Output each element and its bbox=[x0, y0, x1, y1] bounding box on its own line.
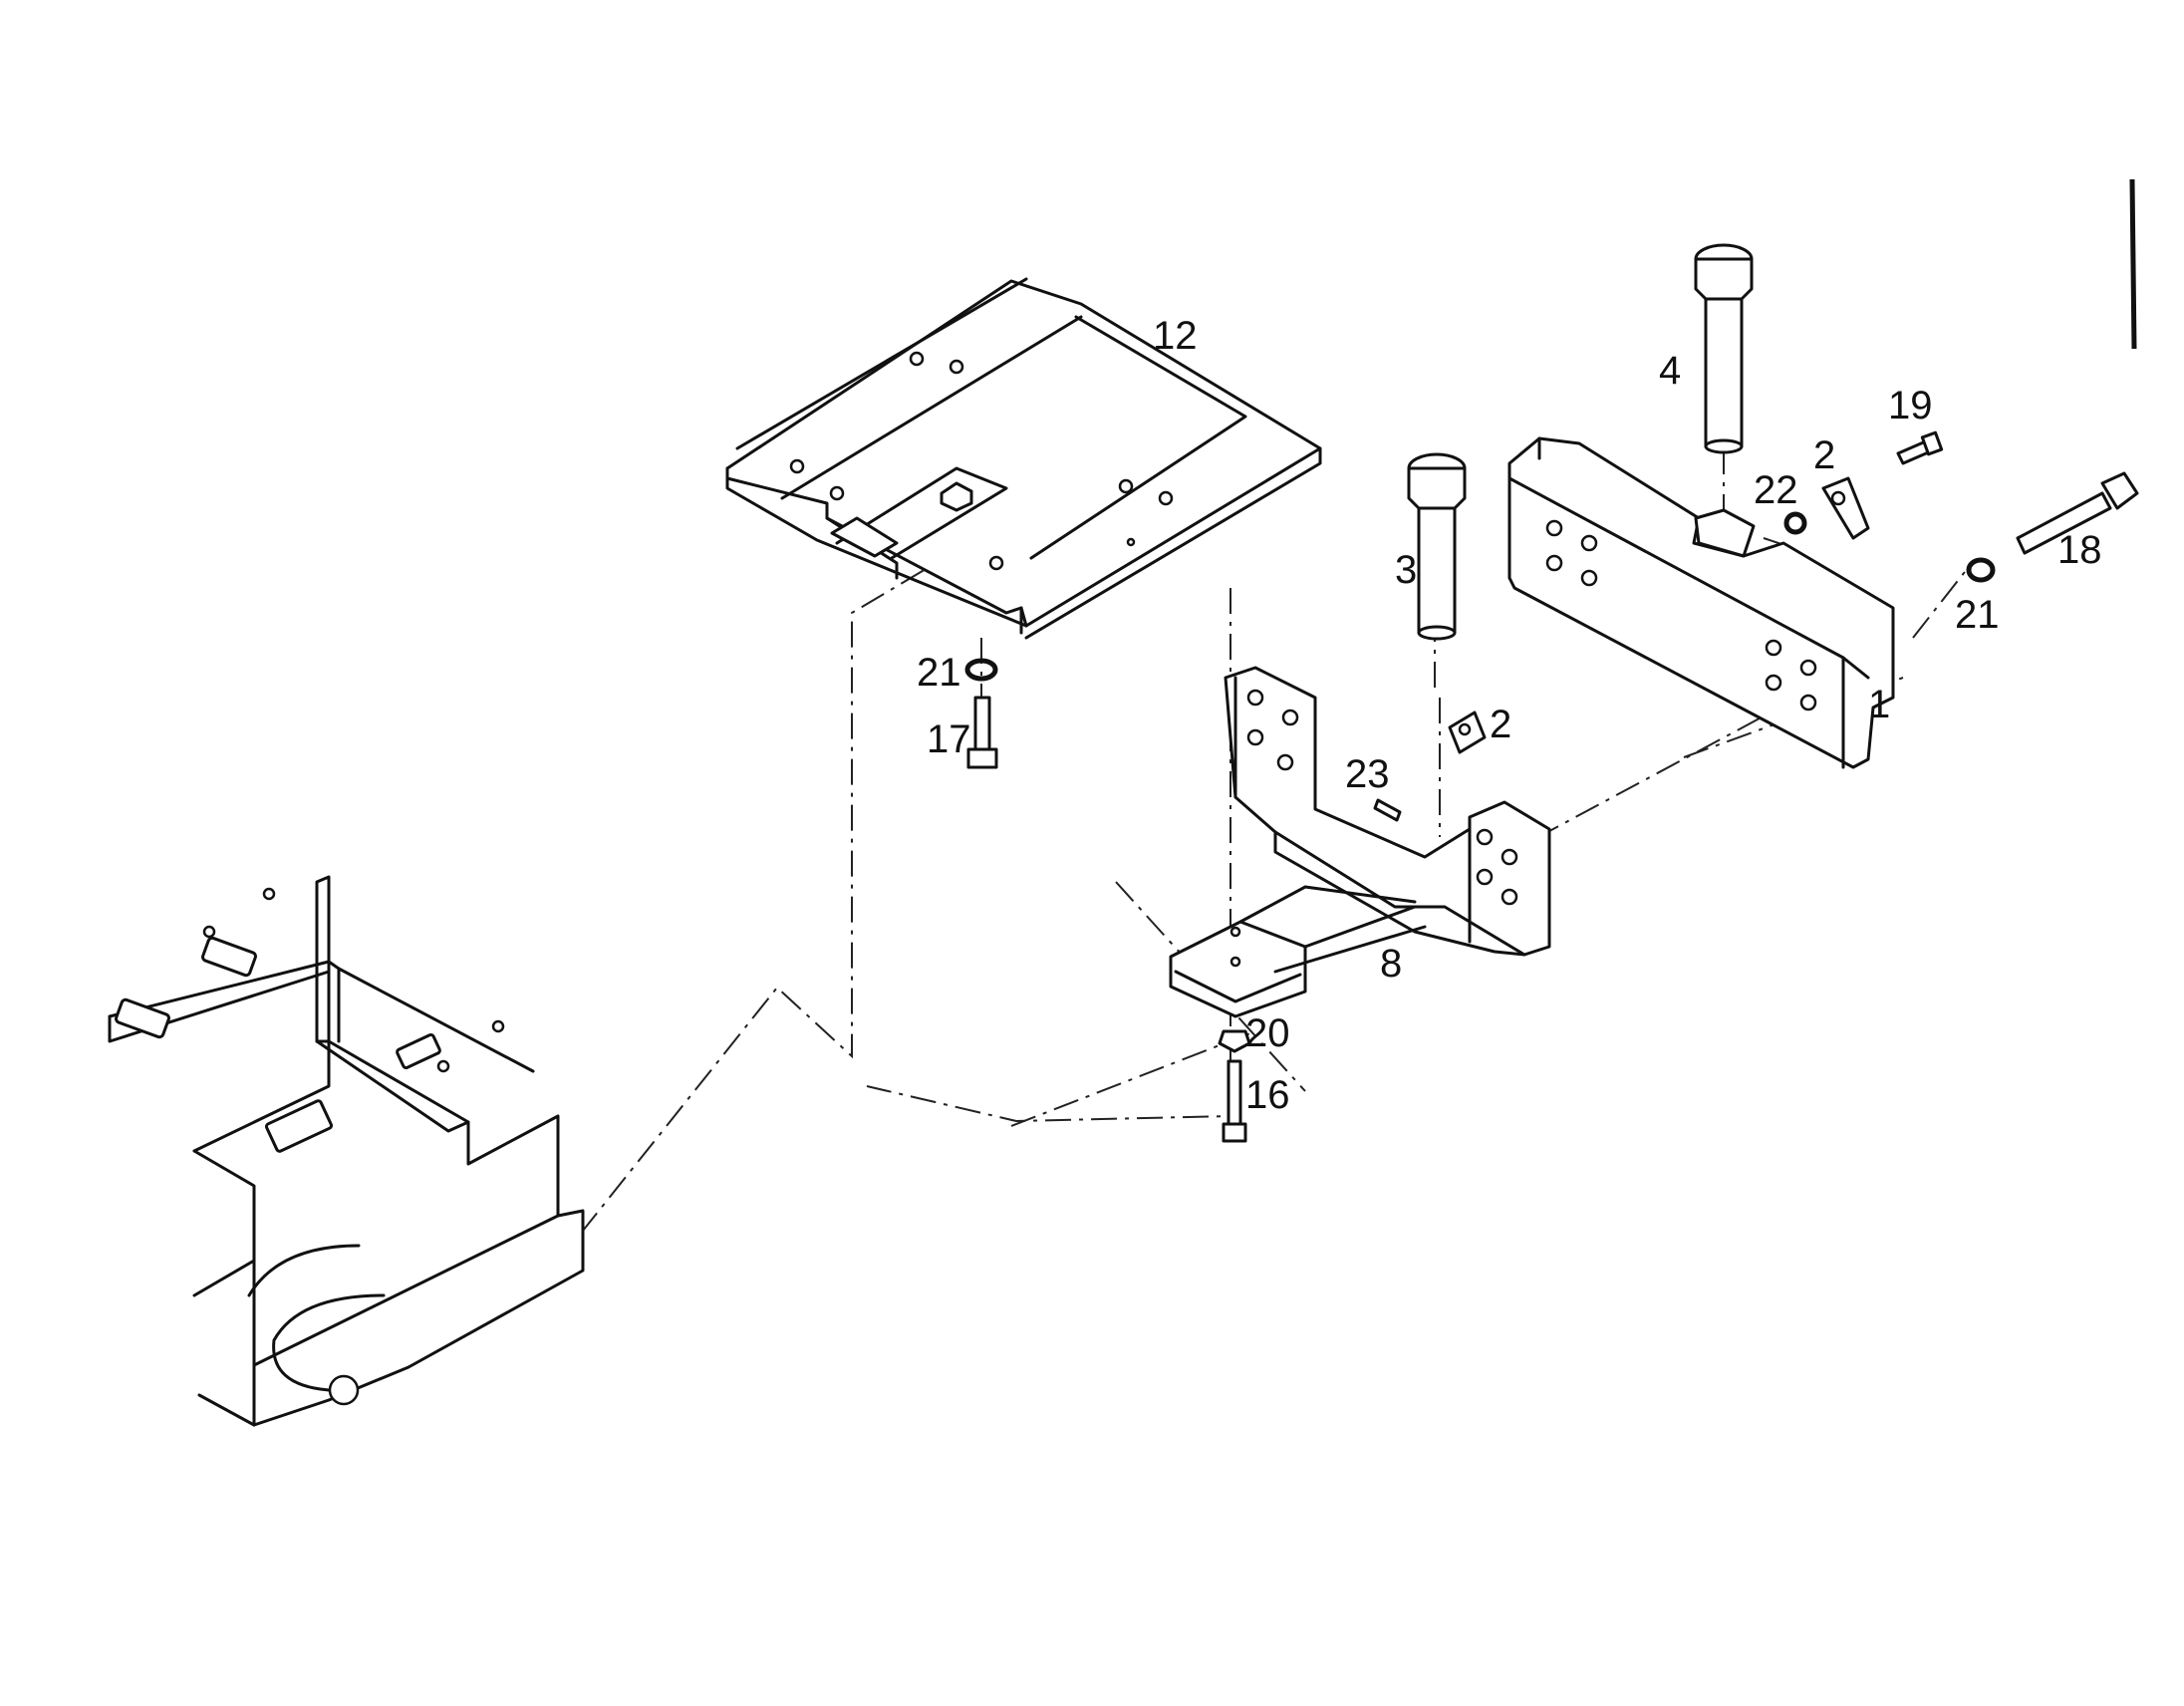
callout-22: 22 bbox=[1754, 468, 1798, 512]
callout-8: 8 bbox=[1380, 942, 1402, 986]
callout-2-lower: 2 bbox=[1490, 703, 1511, 746]
callout-23: 23 bbox=[1345, 752, 1390, 796]
pin-part-3 bbox=[1407, 452, 1467, 641]
bracket-part-8 bbox=[1169, 666, 1551, 1018]
callouts: 1 2 2 3 4 8 12 16 17 18 19 20 21 21 22 2… bbox=[917, 314, 2102, 1117]
callout-3: 3 bbox=[1395, 548, 1417, 592]
callout-19: 19 bbox=[1888, 384, 1933, 427]
hardware bbox=[964, 178, 2139, 1143]
callout-4: 4 bbox=[1659, 349, 1681, 393]
callout-17: 17 bbox=[927, 717, 971, 761]
counterweight-part-1 bbox=[1507, 436, 1895, 769]
callout-2-upper: 2 bbox=[1813, 433, 1835, 477]
plate-part-12 bbox=[725, 277, 1322, 640]
retainer-part-2 bbox=[1448, 476, 1870, 754]
callout-21-right: 21 bbox=[1955, 593, 2000, 637]
callout-16: 16 bbox=[1245, 1073, 1290, 1117]
callout-12: 12 bbox=[1153, 314, 1198, 358]
callout-21-left: 21 bbox=[917, 651, 961, 695]
callout-20: 20 bbox=[1245, 1011, 1290, 1055]
base-frame bbox=[108, 875, 585, 1427]
assembly-lines bbox=[502, 418, 1969, 1283]
callout-1: 1 bbox=[1868, 683, 1890, 726]
pin-part-4 bbox=[1694, 243, 1754, 454]
callout-18: 18 bbox=[2057, 528, 2102, 572]
